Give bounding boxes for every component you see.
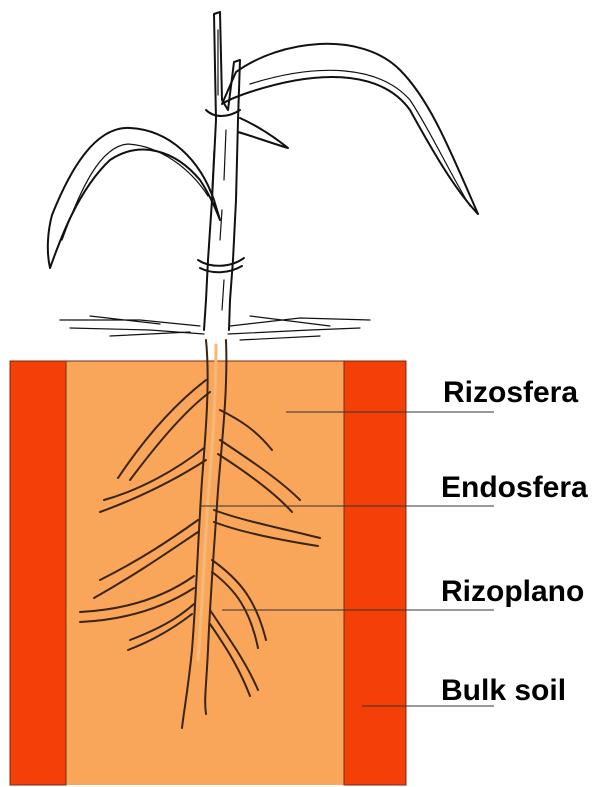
stem-hatching	[209, 30, 226, 310]
leaf-lower	[238, 118, 288, 148]
stem-node-upper	[206, 110, 240, 116]
stem	[204, 12, 240, 330]
label-rizosfera: Rizosfera	[443, 376, 578, 409]
bulk-soil-left	[10, 361, 66, 785]
soil-column	[10, 361, 406, 785]
leaf-left	[48, 128, 220, 268]
leaf-right-vein	[250, 70, 470, 206]
bulk-soil-right	[344, 361, 406, 785]
stem-node-lower	[198, 258, 244, 272]
label-endosfera: Endosfera	[441, 471, 588, 504]
plant-shoot-illustration	[48, 12, 478, 340]
ground-grass	[60, 316, 370, 340]
zone-labels: Rizosfera Endosfera Rizoplano Bulk soil	[441, 376, 588, 707]
label-bulk-soil: Bulk soil	[441, 674, 566, 707]
label-rizoplano: Rizoplano	[441, 575, 584, 608]
